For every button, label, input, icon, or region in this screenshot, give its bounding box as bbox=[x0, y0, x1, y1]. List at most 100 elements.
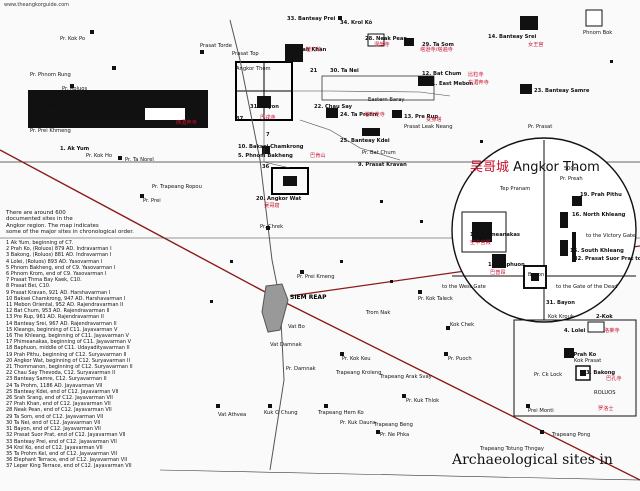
map-label-cn: 巴肯山 bbox=[310, 153, 326, 159]
map-label-cn: 塔布茏寺 bbox=[364, 112, 385, 118]
map-label: Prasat Torde bbox=[200, 43, 232, 49]
legend-item: 7 Prasat Thma Bay Kaek, C10. bbox=[6, 277, 82, 284]
map-label: 12. Bat Chum bbox=[422, 71, 462, 77]
map-label: Pr. Kok Ho bbox=[86, 153, 113, 159]
siem-reap-label: SIEM REAP bbox=[290, 294, 327, 301]
lolei-block bbox=[587, 321, 605, 333]
map-label: Pr. Kok Keu bbox=[342, 356, 371, 362]
legend-item: 35 Ta Prohm Kel, end of C12. Jayavarman … bbox=[6, 450, 118, 457]
legend-item: 28 Neak Pean, end of C12. Jayavarman VII bbox=[6, 407, 112, 414]
intro-line: some of the major sites in chronological… bbox=[6, 229, 134, 236]
legend-item: 20 Angkor Wat, beginning of C12. Suryava… bbox=[6, 357, 130, 364]
map-label: Pr. Prasat bbox=[528, 124, 553, 130]
map-label-cn: 洛莱寺 bbox=[604, 328, 620, 334]
map-label: Pr. Ck Lock bbox=[534, 372, 563, 378]
inset-phimeanakas bbox=[472, 222, 492, 242]
map-label: Pr. Kuk Dauns bbox=[340, 420, 376, 426]
map-label: Pr. Kok Taleck bbox=[418, 296, 453, 302]
map-label: Pr. Kok Po bbox=[60, 36, 86, 42]
phnom-bok-block bbox=[585, 9, 603, 27]
bakong-inner bbox=[580, 370, 586, 376]
legend-item: 25 Banteay Kdei, end of C12. Jayavarman … bbox=[6, 388, 119, 395]
map-label-cn: 罗洛士 bbox=[598, 406, 614, 412]
map-label: Vat Bo bbox=[288, 324, 305, 330]
website-label: www.theangkorguide.com bbox=[4, 2, 70, 8]
lake-boundary bbox=[159, 469, 640, 481]
legend-item: 2 Prah Ko, (Roluos) 879 AD. Indravarman … bbox=[6, 246, 112, 253]
map-label: Trapeang Beng bbox=[374, 422, 413, 428]
inset-north-khleang bbox=[560, 212, 568, 228]
srah-srang-block bbox=[362, 128, 380, 136]
map-label: 29. Ta Som bbox=[422, 42, 454, 48]
map-label-cn: 东湄奔寺 bbox=[468, 80, 489, 86]
map-label-cn: 吴哥窟 bbox=[264, 203, 280, 209]
map-title: Archaeological sites in bbox=[452, 452, 613, 468]
map-label: 3. Bakong bbox=[586, 370, 616, 376]
map-label: 4. Lolei bbox=[564, 328, 586, 334]
map-label: Prei Monti bbox=[528, 408, 554, 414]
map-label: 21 bbox=[310, 68, 318, 74]
map-label-cn: 巴普昂 bbox=[490, 270, 506, 276]
map-label: 5. Phnom Bakheng bbox=[238, 153, 293, 159]
intro-line: Angkor region. The map indicates bbox=[6, 222, 99, 229]
map-label: 22. Chau Say bbox=[314, 104, 352, 110]
pre-rup-block bbox=[392, 110, 402, 118]
prah-ko-block bbox=[564, 348, 574, 358]
map-label: 33. Banteay Prei bbox=[287, 16, 336, 22]
map-label: 27. Prah Khan bbox=[285, 47, 327, 53]
map-label-cn: 女王宫 bbox=[528, 42, 544, 48]
legend-item: 24 Ta Prohm, 1186 AD. Jayavarman VII bbox=[6, 382, 103, 389]
map-label: Kok Prasat bbox=[574, 358, 602, 364]
map-label: 24. Ta Prohm bbox=[340, 112, 379, 118]
map-label: Pr. Puoch bbox=[448, 356, 472, 362]
legend-list: 1 Ak Yum, beginning of C7.2 Prah Ko, (Ro… bbox=[6, 240, 166, 470]
map-label: Trapeang Totung Thngay bbox=[480, 446, 544, 452]
map-label: 28. Neak Pean bbox=[365, 36, 408, 42]
map-label: Pr. Damnak bbox=[286, 366, 316, 372]
legend-item: 3 Bakong, (Roluos) 881 AD. Indravarman I bbox=[6, 252, 112, 259]
legend-item: 22 Chau Say Thevoda, C12. Suryavarman II bbox=[6, 370, 116, 377]
legend-item: 23 Banteay Samre, C12. Suryavarman II bbox=[6, 376, 107, 383]
banteay-samre-block bbox=[520, 84, 532, 94]
map-label: West Mebon bbox=[150, 120, 182, 126]
legend-item: 11 Mebon Oriental, 952 AD. Rajendravarma… bbox=[6, 302, 124, 309]
ta-prohm-block bbox=[326, 108, 338, 118]
legend-item: 17 Phimeanakas, beginning of C11. Jayava… bbox=[6, 339, 132, 346]
map-label: 19. Prah Pithu bbox=[580, 192, 622, 198]
map-label: 15. South Khleang bbox=[570, 248, 624, 254]
inset-baphuon bbox=[492, 254, 506, 268]
map-label: to the Gate of the Dead bbox=[556, 284, 618, 290]
map-label: Pr. Prei Khmeng bbox=[30, 128, 71, 134]
intro-line: There are around 600 bbox=[6, 210, 66, 216]
map-label: 31. Bayon bbox=[546, 300, 575, 306]
legend-item: 19 Prah Pithu, beginning of C12. Suryava… bbox=[6, 351, 127, 358]
map-label: Kok Chek bbox=[450, 322, 475, 328]
western-baray-island bbox=[145, 108, 185, 120]
map-label: 9. Prasat Kravan bbox=[358, 162, 407, 168]
inset-title-cn: 吴哥城 bbox=[470, 160, 510, 175]
legend-item: 8 Prasat Bei, C10. bbox=[6, 283, 51, 290]
map-label: 14. Banteay Srei bbox=[488, 34, 537, 40]
ta-som-block bbox=[404, 38, 414, 46]
legend-item: 32 Prasat Suor Prat, end of C12. Jayavar… bbox=[6, 432, 126, 439]
inset-royal-palace bbox=[461, 211, 507, 253]
map-label-cn: 比粒寺 bbox=[468, 72, 484, 78]
legend-item: 21 Thommanon, beginning of C12. Suryavar… bbox=[6, 364, 133, 371]
legend-item: 13 Pre Rup, 961 AD. Rajendravarman II bbox=[6, 314, 104, 321]
legend-item: 34 Krol Ko, end of C12. Jayavarman VII bbox=[6, 444, 103, 451]
river bbox=[229, 19, 285, 471]
eastern-baray bbox=[321, 75, 435, 101]
legend-item: 16 The Khleang, beginning of C11. Jayava… bbox=[6, 333, 129, 340]
map-label: 32. Prasat Suor Prat towers bbox=[574, 256, 640, 262]
legend-item: 6 Phnom Krom, end of C9. Yasovarman I bbox=[6, 271, 107, 278]
legend-item: 26 Srah Srang, end of C12. Jayavarman VI… bbox=[6, 395, 113, 402]
legend-item: 4 Lolei, (Roluos) 893 AD. Yasovarman I bbox=[6, 258, 103, 265]
prah-khan-block bbox=[285, 44, 303, 62]
map-label: Trapeang Kroleng bbox=[336, 370, 382, 376]
legend-item: 9 Prasat Kravan, 921 AD. Harshavarman I bbox=[6, 289, 111, 296]
map-label: Pr. Ta Noreï bbox=[125, 157, 154, 163]
inset-scale: 500m bbox=[564, 166, 579, 172]
inset-suor-prat bbox=[572, 232, 576, 262]
